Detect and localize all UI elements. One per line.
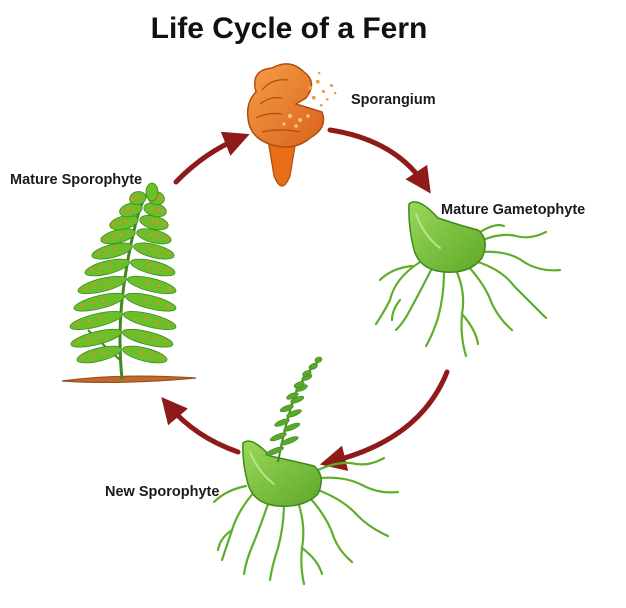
soil-ground bbox=[61, 375, 197, 384]
new-sporophyte-illustration bbox=[212, 356, 400, 586]
arrow-new-sporophyte-to-mature bbox=[161, 397, 241, 455]
young-fern-frond bbox=[265, 356, 323, 463]
label-mature-gametophyte: Mature Gametophyte bbox=[441, 202, 585, 218]
arrow-sporangium-to-gametophyte bbox=[327, 127, 431, 194]
sporangium-illustration bbox=[246, 63, 337, 187]
label-mature-sporophyte: Mature Sporophyte bbox=[10, 172, 142, 188]
cycle-arrows bbox=[161, 127, 450, 471]
label-sporangium: Sporangium bbox=[351, 92, 436, 108]
diagram-title: Life Cycle of a Fern bbox=[151, 12, 428, 45]
arrow-gametophyte-to-new-sporophyte bbox=[319, 369, 450, 471]
mature-sporophyte-illustration bbox=[61, 182, 197, 384]
spore-dots bbox=[308, 72, 337, 107]
label-new-sporophyte: New Sporophyte bbox=[105, 484, 219, 500]
mature-gametophyte-illustration bbox=[374, 201, 562, 358]
arrow-sporophyte-to-sporangium bbox=[173, 131, 250, 185]
